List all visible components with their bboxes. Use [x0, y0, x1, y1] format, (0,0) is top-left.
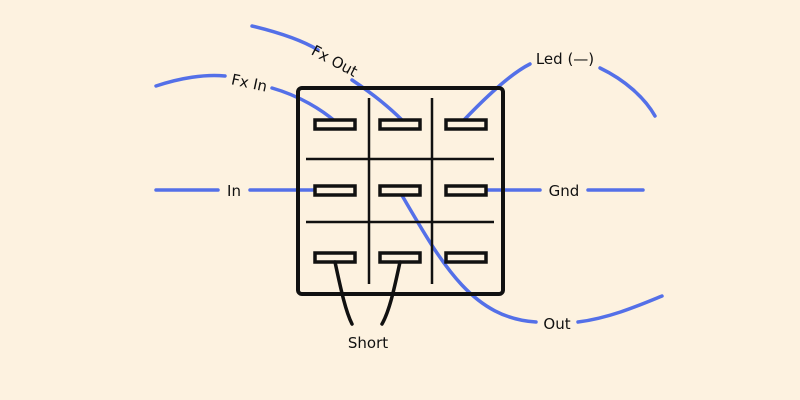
- switch-body: [296, 86, 505, 296]
- lug-top-middle: [378, 118, 422, 131]
- lugs: [313, 118, 488, 264]
- lug-top-left: [313, 118, 357, 131]
- short-wire-left: [333, 260, 354, 326]
- wire-led-arc: [598, 66, 657, 118]
- wires: [154, 24, 664, 324]
- label-led: Led (—): [536, 50, 594, 68]
- lug-mid-middle: [378, 184, 422, 197]
- wire-led: [462, 62, 532, 122]
- wire-out: [398, 190, 538, 324]
- wire-out-right: [576, 294, 664, 324]
- label-out: Out: [543, 315, 570, 333]
- label-in: In: [227, 182, 241, 200]
- wire-fx-out-lower: [350, 78, 404, 122]
- wire-fx-in: [154, 73, 227, 88]
- wire-fx-out: [250, 24, 320, 52]
- short-wire-right: [380, 260, 402, 326]
- short-jumper: [333, 260, 402, 326]
- wire-fx-in-lower: [270, 86, 338, 124]
- label-gnd: Gnd: [549, 182, 580, 200]
- switch-frame: [296, 86, 505, 296]
- label-fx-out: Fx Out: [308, 42, 360, 81]
- lug-top-right: [444, 118, 488, 131]
- label-short: Short: [348, 334, 388, 352]
- lug-bottom-right: [444, 251, 488, 264]
- label-fx-in: Fx In: [230, 70, 269, 95]
- lug-mid-left: [313, 184, 357, 197]
- lug-mid-right: [444, 184, 488, 197]
